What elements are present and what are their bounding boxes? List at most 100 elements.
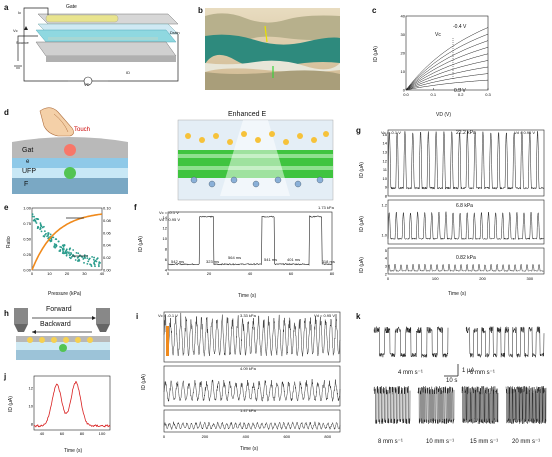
chart-g-p3: 0.82 kPa <box>456 255 476 261</box>
transistor-device-schematic <box>14 7 179 86</box>
chart-e-point <box>42 235 45 238</box>
chart-e-point <box>52 236 55 239</box>
chart-i-p2: 4.09 kPa <box>240 366 256 371</box>
speed-6: 6 mm s⁻¹ <box>470 370 495 376</box>
chart-e-ytick-right-label: 0.06 <box>103 230 112 235</box>
chart-f-vc: Vc = -0.1 V <box>159 210 179 215</box>
chart-e-point <box>33 215 35 218</box>
chart-e-point <box>33 218 36 221</box>
chart-f-ytick-label: 8 <box>165 246 168 251</box>
panel-d-letter: d <box>4 108 9 117</box>
chart-f-xtick-label: 20 <box>207 271 212 276</box>
chart-e-point <box>31 213 34 216</box>
enhanced-field-label: Enhanced E <box>228 111 267 118</box>
chart-k-trace <box>373 326 449 358</box>
chart-i-trace <box>163 379 341 402</box>
chart-c-frame <box>405 15 489 91</box>
f-layer-label: F <box>24 181 29 188</box>
chart-e-point <box>83 261 85 264</box>
chart-e-point <box>50 240 53 242</box>
chart-i-xlabel: Time (s) <box>240 446 259 452</box>
chart-g-frame <box>387 129 545 197</box>
chart-e-point <box>59 248 62 251</box>
chart-e-ytick-label: 1.00 <box>23 206 32 211</box>
chart-f-xtick-label: 0 <box>167 271 170 276</box>
chart-k-trace <box>461 386 499 424</box>
chart-c-ylabel: ID (μA) <box>373 46 379 62</box>
chart-c-ytick-label: 20 <box>401 51 406 56</box>
e-layer-label: e <box>26 159 30 165</box>
chart-g-trace <box>387 263 545 272</box>
chart-i-frame <box>163 365 341 407</box>
chart-e-point <box>61 252 64 254</box>
chart-c-curve <box>405 73 489 91</box>
speed-4: 4 mm s⁻¹ <box>398 370 423 376</box>
chart-c-xtick-label: 0.3 <box>485 92 491 97</box>
chart-e-point <box>97 264 100 266</box>
chart-c-ytick-label: 10 <box>401 69 406 74</box>
chart-e-point <box>87 260 90 263</box>
chart-e-point <box>95 258 98 261</box>
chart-j-ylabel: ID (μA) <box>8 396 14 412</box>
chart-g-ylabel-1: ID (μA) <box>359 162 365 178</box>
chart-e-xlabel: Pressure (kPa) <box>48 291 82 297</box>
chart-g-ytick-label: 5 <box>385 248 388 253</box>
chart-e-point <box>91 255 93 258</box>
chart-g-vd: Vd = 0.95 V <box>514 130 536 135</box>
chart-g-trace <box>387 211 545 241</box>
chart-e-point <box>46 235 48 238</box>
chart-g-p2: 6.8 kPa <box>456 203 473 209</box>
chart-e-point <box>70 252 72 254</box>
chart-e-ytick-label: 0.75 <box>23 221 32 226</box>
chart-k-trace <box>505 386 547 424</box>
timing-5: 401 ms <box>287 257 301 262</box>
chart-f-xlabel: Time (s) <box>238 293 257 299</box>
panel-c-letter: c <box>372 6 377 15</box>
panel-f-letter: f <box>134 203 137 212</box>
chart-e-point <box>89 263 92 266</box>
chart-e-point <box>65 254 68 257</box>
chart-e-ytick-label: 0.25 <box>23 252 32 257</box>
chart-g-xtick-label: 100 <box>432 276 439 281</box>
chart-e-point <box>78 259 81 262</box>
timing-3: 564 ms <box>228 255 242 260</box>
chart-e-point <box>57 240 60 243</box>
chart-g-ytick-label: 11 <box>383 167 388 172</box>
chart-e-point <box>54 243 57 246</box>
panel-e-letter: e <box>4 203 9 212</box>
chart-f-vd: Vd = 0.95 V <box>159 217 181 222</box>
vc-label: Vc <box>13 28 18 33</box>
timing-6: 118 ms <box>322 259 335 264</box>
chart-e-point <box>92 258 95 261</box>
chart-f-xtick-label: 40 <box>248 271 253 276</box>
chart-e-xtick-label: 10 <box>47 271 52 276</box>
chart-g-frame <box>387 247 545 275</box>
chart-e-point <box>83 254 86 257</box>
chart-e-point <box>37 226 39 229</box>
chart-g-ytick-label: 10 <box>383 176 388 181</box>
chart-e-point <box>34 220 37 223</box>
chart-e-ytick-right-label: 0.10 <box>103 206 112 211</box>
backward-label: Backward <box>40 321 71 328</box>
ufp-layer-label: UFP <box>22 168 36 175</box>
chart-g-ytick-label: 14 <box>383 141 388 146</box>
chart-g-ylabel-2: ID (μA) <box>359 216 365 232</box>
chart-e-point <box>49 233 52 236</box>
chart-i-trace <box>163 312 341 357</box>
chart-f-ytick-label: 4 <box>165 268 168 273</box>
chart-g-xtick-label: 200 <box>479 276 486 281</box>
chart-e-point <box>74 259 77 261</box>
chart-i-p1: 3.33 kPa <box>240 313 256 318</box>
ic-label: Ic <box>18 10 22 15</box>
bottom-curve-label: 0.5 V <box>454 88 466 94</box>
chart-i-xtick-label: 400 <box>243 434 250 439</box>
chart-e-point <box>35 222 38 224</box>
chart-e-point <box>62 244 65 247</box>
chart-g-ytick-label: 3 <box>385 264 388 269</box>
chart-e-point <box>93 260 96 263</box>
chart-e-point <box>55 245 58 248</box>
chart-c-curve <box>405 53 489 91</box>
chart-e-point <box>43 230 46 233</box>
chart-e-point <box>47 234 49 236</box>
